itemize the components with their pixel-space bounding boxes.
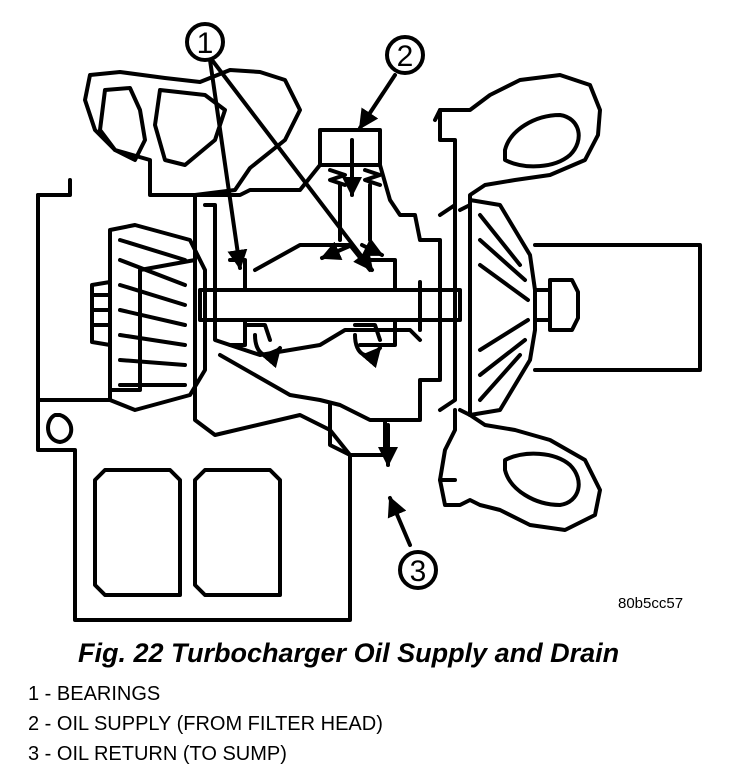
compressor-outlet [533,243,702,372]
callout-2-number: 2 [397,40,414,73]
turbocharger-cross-section-diagram: 1 2 3 [36,22,702,622]
bearing-left [228,258,247,347]
callout-1-leader-left [208,58,248,270]
callout-2-leader [358,73,397,130]
callout-1-number: 1 [197,27,214,60]
compressor-housing [433,73,602,207]
turbine-nut [90,280,112,347]
turbine-wheel [108,223,207,412]
oil-inlet-fitting [318,128,382,167]
callout-3-number: 3 [410,555,427,588]
callout-3: 3 [398,550,438,590]
callout-1-leader-right [210,58,374,272]
compressor-wheel [468,198,537,417]
turbine-housing-upper [36,68,302,402]
compressor-backplate [438,203,457,412]
legend-item-oil-supply: 2 - OIL SUPPLY (FROM FILTER HEAD) [28,713,383,735]
turbine-flange [36,398,352,622]
shaft [198,288,462,322]
compressor-nut [548,278,580,332]
legend-item-bearings: 1 - BEARINGS [28,683,161,705]
legend-item-oil-return: 3 - OIL RETURN (TO SUMP) [28,743,287,765]
figure-caption: Fig. 22 Turbocharger Oil Supply and Drai… [78,638,620,668]
legend: 1 - BEARINGS 2 - OIL SUPPLY (FROM FILTER… [28,682,383,772]
callout-2: 2 [385,35,425,75]
callout-1: 1 [185,22,225,62]
callout-3-leader [387,496,412,547]
figure-code: 80b5cc57 [618,595,684,612]
